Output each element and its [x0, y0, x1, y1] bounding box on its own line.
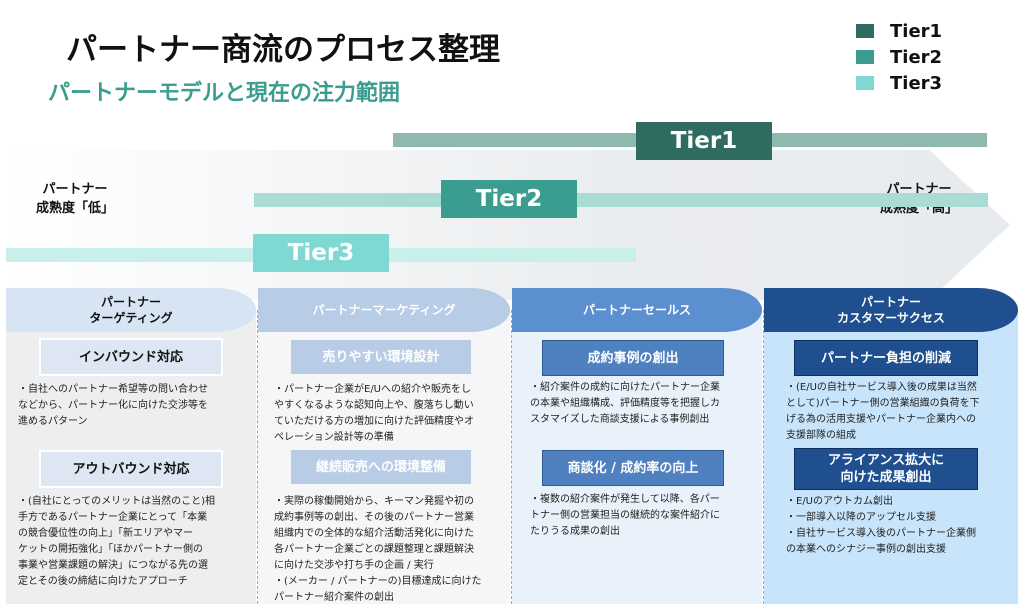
- desc-line: やすくなるような認知向上や、腹落ちし動い: [274, 400, 474, 411]
- legend-item-tier3: Tier3: [856, 70, 942, 96]
- desc-line: パートナー紹介案件の創出: [274, 592, 394, 603]
- desc-line: ・自社へのパートナー希望等の問い合わせ: [18, 384, 208, 395]
- desc-line: スタマイズした商談支援による事例創出: [530, 414, 710, 425]
- desc-line: ていただける方の増加に向けた評価精度やオ: [274, 416, 474, 427]
- tier2-range-line: [254, 193, 988, 207]
- inbound-box: インバウンド対応: [39, 338, 223, 376]
- sales-environment-desc: ・パートナー企業がE/Uへの紹介や販売をし やすくなるような認知向上や、腹落ちし…: [274, 382, 506, 446]
- desc-line: に向けた交渉や打ち手の企画 / 実行: [274, 560, 434, 571]
- tier3-box: Tier3: [253, 234, 389, 272]
- conversion-rate-title: 商談化 / 成約率の向上: [567, 460, 699, 476]
- desc-line: トナー側の営業担当の継続的な案件紹介に: [530, 510, 720, 521]
- continuous-sales-title: 継続販売への環境整備: [315, 459, 446, 475]
- desc-line: ・実際の稼働開始から、キーマン発掘や初の: [274, 496, 474, 507]
- desc-line: ・パートナー企業がE/Uへの紹介や販売をし: [274, 384, 472, 395]
- column-partner-targeting: パートナー ターゲティング インバウンド対応 ・自社へのパートナー希望等の問い合…: [6, 288, 256, 604]
- desc-line: 定とその後の締結に向けたアプローチ: [18, 576, 188, 587]
- desc-line: たりうる成果の創出: [530, 526, 620, 537]
- legend-swatch-tier2: [856, 50, 874, 64]
- legend-swatch-tier3: [856, 76, 874, 90]
- success-case-box: 成約事例の創出: [542, 340, 724, 376]
- inbound-title: インバウンド対応: [78, 349, 183, 365]
- maturity-low-label: パートナー 成熟度「低」: [36, 180, 114, 218]
- outbound-title: アウトバウンド対応: [72, 461, 190, 477]
- legend-item-tier1: Tier1: [856, 18, 942, 44]
- column-header-line2: ターゲティング: [89, 311, 173, 325]
- continuous-sales-box: 継続販売への環境整備: [291, 450, 471, 484]
- desc-line: ・自社サービス導入後のパートナー企業側: [786, 528, 976, 539]
- desc-line: ・(E/Uの自社サービス導入後の成果は当然: [786, 382, 977, 393]
- column-header: パートナーセールス: [512, 288, 762, 332]
- desc-line: ・(自社にとってのメリットは当然のこと)相: [18, 496, 216, 507]
- column-header: パートナー ターゲティング: [6, 288, 256, 332]
- conversion-rate-desc: ・複数の紹介案件が発生して以降、各パー トナー側の営業担当の継続的な案件紹介に …: [530, 492, 758, 540]
- success-case-title: 成約事例の創出: [587, 350, 679, 366]
- tier1-box: Tier1: [636, 122, 772, 160]
- desc-line: 支援部隊の組成: [786, 430, 856, 441]
- column-header-line1: パートナーセールス: [582, 303, 691, 317]
- conversion-rate-box: 商談化 / 成約率の向上: [542, 450, 724, 486]
- desc-line: 手方であるパートナー企業にとって「本業: [18, 512, 208, 523]
- outbound-desc: ・(自社にとってのメリットは当然のこと)相 手方であるパートナー企業にとって「本…: [18, 494, 254, 590]
- column-divider: [763, 310, 764, 604]
- desc-line: の本業や組織構成、評価精度等を把握しカ: [530, 398, 720, 409]
- desc-line: 各パートナー企業ごとの課題整理と課題解決: [274, 544, 474, 555]
- alliance-expansion-title-line1: アライアンス拡大に: [827, 453, 945, 468]
- desc-line: などから、パートナー化に向けた交渉等を: [18, 400, 208, 411]
- column-header: パートナー カスタマーサクセス: [764, 288, 1018, 332]
- desc-line: ・(メーカー / パートナーの)目標達成に向けた: [274, 576, 482, 587]
- legend-label-tier2: Tier2: [890, 46, 943, 68]
- legend: Tier1 Tier2 Tier3: [856, 18, 942, 96]
- sales-environment-title: 売りやすい環境設計: [322, 349, 440, 365]
- alliance-expansion-box: アライアンス拡大に 向けた成果創出: [794, 448, 978, 490]
- desc-line: の競合優位性の向上」「新エリアやマー: [18, 528, 193, 539]
- column-header: パートナーマーケティング: [258, 288, 510, 332]
- alliance-expansion-title-line2: 向けた成果創出: [840, 470, 932, 485]
- column-divider: [257, 310, 258, 604]
- page-subtitle: パートナーモデルと現在の注力範囲: [48, 81, 401, 106]
- column-partner-sales: パートナーセールス 成約事例の創出 ・紹介案件の成約に向けたパートナー企業 の本…: [512, 288, 762, 604]
- legend-label-tier3: Tier3: [890, 72, 943, 94]
- column-header-line1: パートナーマーケティング: [312, 303, 456, 317]
- tier2-box: Tier2: [441, 180, 577, 218]
- burden-reduction-desc: ・(E/Uの自社サービス導入後の成果は当然 として)パートナー側の営業組織の負荷…: [786, 380, 1016, 444]
- column-header-line1: パートナー: [100, 295, 161, 309]
- sales-environment-box: 売りやすい環境設計: [291, 340, 471, 374]
- legend-item-tier2: Tier2: [856, 44, 942, 70]
- column-divider: [511, 310, 512, 604]
- column-partner-customer-success: パートナー カスタマーサクセス パートナー負担の削減 ・(E/Uの自社サービス導…: [764, 288, 1018, 604]
- desc-line: ペレーション設計等の準備: [274, 432, 394, 443]
- desc-line: ・複数の紹介案件が発生して以降、各パー: [530, 494, 720, 505]
- alliance-expansion-desc: ・E/Uのアウトカム創出 ・一部導入以降のアップセル支援 ・自社サービス導入後の…: [786, 494, 1016, 558]
- desc-line: ・E/Uのアウトカム創出: [786, 496, 894, 507]
- desc-line: ケットの開拓強化」「ほかパートナー側の: [18, 544, 203, 555]
- desc-line: 事業や営業課題の解決」につながる先の選: [18, 560, 208, 571]
- desc-line: 成約事例等の創出、その後のパートナー営業: [274, 512, 474, 523]
- column-header-line2: カスタマーサクセス: [837, 311, 945, 325]
- legend-label-tier1: Tier1: [890, 20, 943, 42]
- desc-line: として)パートナー側の営業組織の負荷を下: [786, 398, 980, 409]
- desc-line: の本業へのシナジー事例の創出支援: [786, 544, 946, 555]
- burden-reduction-box: パートナー負担の削減: [794, 340, 978, 376]
- desc-line: 進めるパターン: [18, 416, 88, 427]
- column-header-line1: パートナー: [860, 295, 921, 309]
- outbound-box: アウトバウンド対応: [39, 450, 223, 488]
- legend-swatch-tier1: [856, 24, 874, 38]
- desc-line: ・一部導入以降のアップセル支援: [786, 512, 936, 523]
- page-title: パートナー商流のプロセス整理: [66, 32, 500, 68]
- maturity-low-line2: 成熟度「低」: [36, 201, 115, 216]
- maturity-arrow: [0, 150, 1010, 300]
- continuous-sales-desc: ・実際の稼働開始から、キーマン発掘や初の 成約事例等の創出、その後のパートナー営…: [274, 494, 506, 606]
- burden-reduction-title: パートナー負担の削減: [820, 350, 951, 366]
- inbound-desc: ・自社へのパートナー希望等の問い合わせ などから、パートナー化に向けた交渉等を …: [18, 382, 254, 430]
- column-partner-marketing: パートナーマーケティング 売りやすい環境設計 ・パートナー企業がE/Uへの紹介や…: [258, 288, 510, 604]
- desc-line: げる為の活用支援やパートナー企業内への: [786, 414, 976, 425]
- desc-line: ・紹介案件の成約に向けたパートナー企業: [530, 382, 720, 393]
- maturity-low-line1: パートナー: [42, 182, 108, 197]
- desc-line: 組織内での全体的な紹介活動活発化に向けた: [274, 528, 474, 539]
- success-case-desc: ・紹介案件の成約に向けたパートナー企業 の本業や組織構成、評価精度等を把握しカ …: [530, 380, 758, 428]
